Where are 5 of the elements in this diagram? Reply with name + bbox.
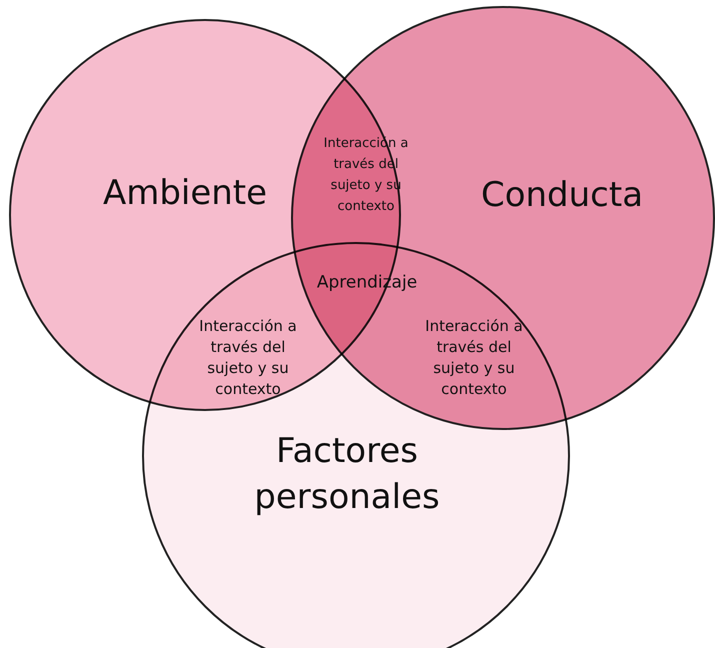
circle-label: Factores personales: [253, 430, 441, 519]
overlap-label: Interacción a través del sujeto y su contexto: [424, 316, 524, 400]
circle-label: Conducta: [480, 174, 644, 217]
overlap-label: Interacción a través del sujeto y su contexto: [198, 316, 298, 400]
circle-label: Ambiente: [102, 172, 268, 215]
